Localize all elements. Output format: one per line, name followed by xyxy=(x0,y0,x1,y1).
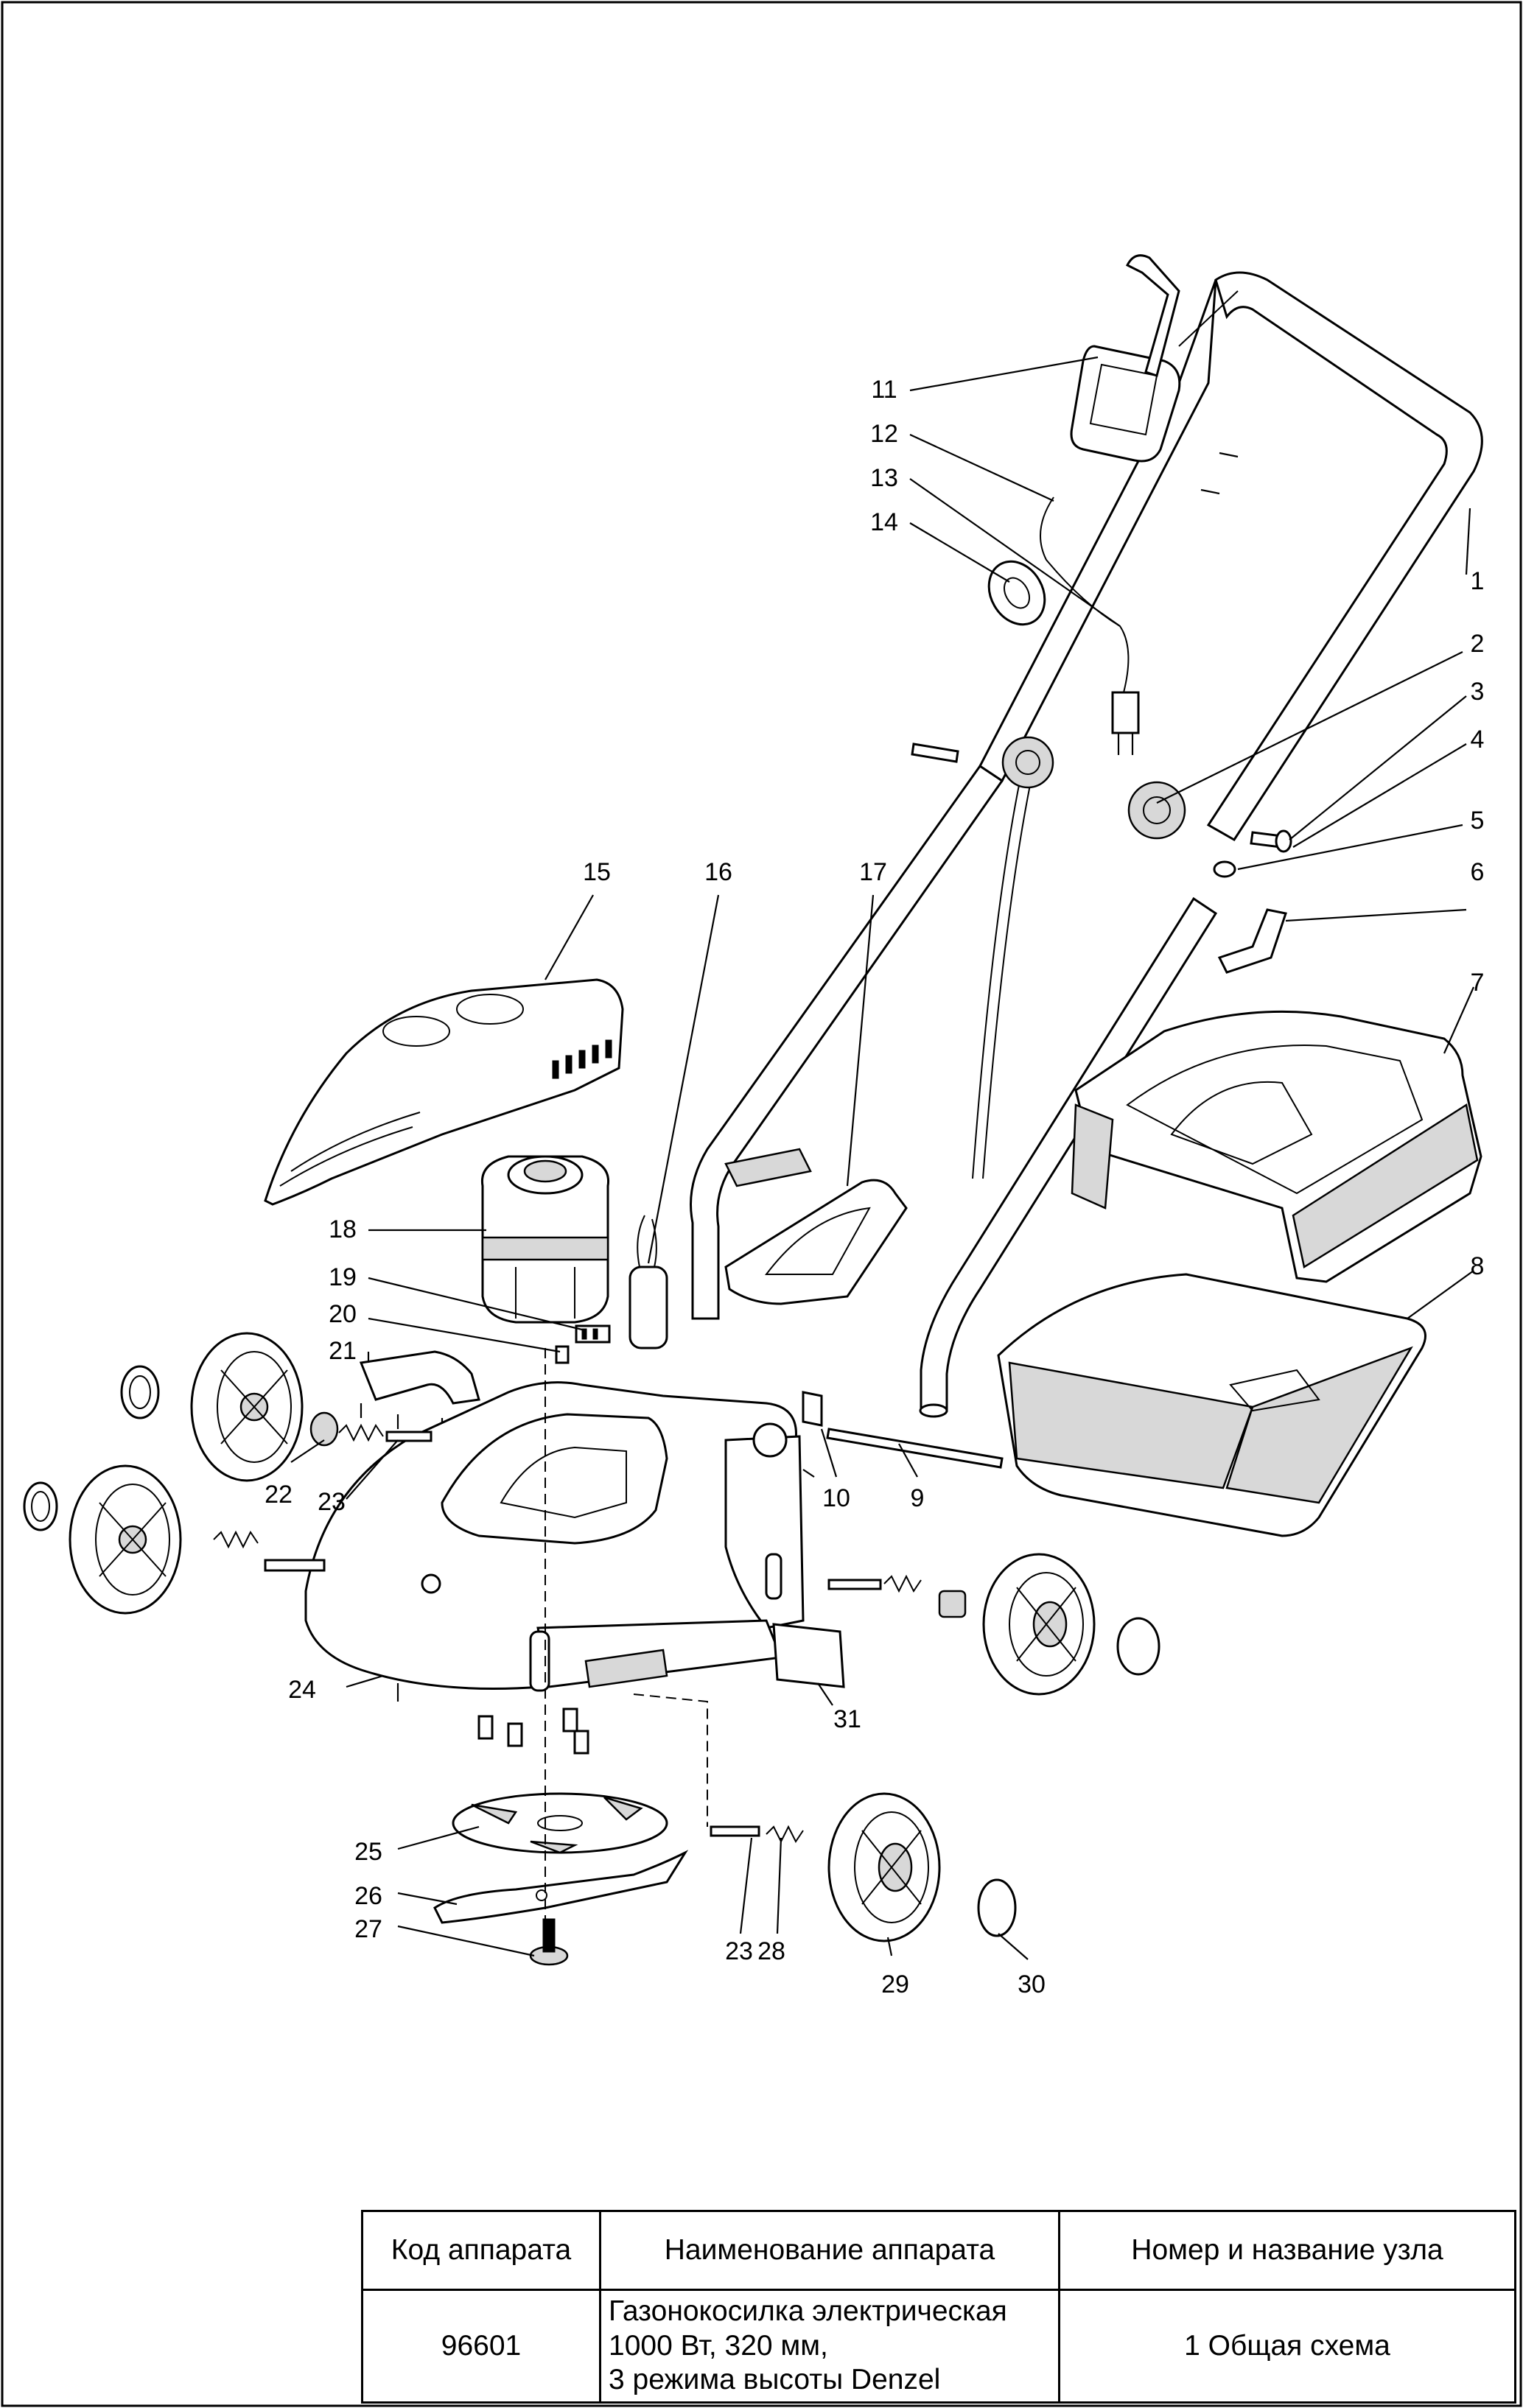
callout-7: 7 xyxy=(1471,969,1485,997)
hubcap-front-right xyxy=(977,1878,1017,1937)
switch-box xyxy=(1070,254,1181,463)
handle-clip xyxy=(1217,908,1287,974)
callout-labels: 1 2 3 4 5 6 7 8 9 10 11 12 13 14 15 16 1… xyxy=(265,376,1484,1998)
cooling-fan xyxy=(452,1792,668,1854)
callout-14: 14 xyxy=(870,508,898,536)
cell-name-line-3: 3 режима высоты Denzel xyxy=(609,2364,941,2396)
callout-2: 2 xyxy=(1471,630,1485,658)
blade-bolt xyxy=(529,1918,569,1966)
callout-22: 22 xyxy=(265,1481,293,1509)
handle-knob-left xyxy=(911,736,1054,789)
deck-screws xyxy=(396,1683,589,1755)
callout-13: 13 xyxy=(870,464,898,492)
terminal-block xyxy=(575,1324,611,1344)
callout-5: 5 xyxy=(1471,807,1485,835)
hubcap-front-left xyxy=(23,1481,58,1531)
axle-screw xyxy=(802,1469,815,1478)
axle-spring-front-right xyxy=(710,1825,804,1844)
callout-29: 29 xyxy=(881,1970,909,1998)
handle-bolt xyxy=(1250,829,1292,853)
callout-10: 10 xyxy=(822,1484,850,1512)
cover-vents xyxy=(552,1039,612,1079)
header-name: Наименование аппарата xyxy=(599,2210,1060,2291)
wheel-front-left xyxy=(69,1464,182,1615)
axle-spring-rear-right xyxy=(827,1574,967,1618)
callout-21: 21 xyxy=(329,1337,357,1365)
wheel-rear-left xyxy=(190,1332,304,1482)
axle-spring-front-left xyxy=(213,1530,326,1572)
callout-31: 31 xyxy=(833,1705,861,1733)
callout-4: 4 xyxy=(1471,726,1485,754)
mower-deck xyxy=(304,1381,805,1692)
table-header-row: Код аппарата Наименование аппарата Номер… xyxy=(361,2210,1516,2291)
callout-26: 26 xyxy=(354,1882,382,1910)
handle-knob-right xyxy=(1127,781,1186,840)
cell-name-line-2: 1000 Вт, 320 мм, xyxy=(609,2329,828,2362)
callout-27: 27 xyxy=(354,1915,382,1943)
callout-3: 3 xyxy=(1471,678,1485,706)
small-screws-handle xyxy=(1200,452,1239,495)
callout-1: 1 xyxy=(1471,567,1485,595)
grass-catcher-basket xyxy=(997,1273,1426,1537)
callout-17: 17 xyxy=(859,858,887,886)
handle-lower-tube-left xyxy=(690,764,1004,1320)
wheel-bushing-rear-left xyxy=(309,1411,339,1447)
callout-15: 15 xyxy=(583,858,611,886)
leader-lines xyxy=(290,356,1475,1960)
callout-30: 30 xyxy=(1018,1970,1046,1998)
callout-6: 6 xyxy=(1471,858,1485,886)
cutting-blade xyxy=(433,1850,689,1924)
rear-axle xyxy=(826,1428,1004,1469)
callout-11: 11 xyxy=(871,376,897,404)
callout-23-lower: 23 xyxy=(725,1937,753,1965)
callout-20: 20 xyxy=(329,1300,357,1328)
motor xyxy=(480,1155,610,1324)
table-row: 96601 Газонокосилка электрическая 1000 В… xyxy=(361,2289,1516,2404)
hubcap-rear-right xyxy=(1116,1617,1160,1676)
header-code: Код аппарата xyxy=(361,2210,601,2291)
cell-node: 1 Общая схема xyxy=(1058,2289,1516,2404)
wheel-rear-right xyxy=(982,1553,1096,1696)
callout-24: 24 xyxy=(288,1676,316,1704)
callout-9: 9 xyxy=(911,1484,925,1512)
wheel-front-right xyxy=(827,1792,941,1942)
callout-16: 16 xyxy=(704,858,732,886)
assembly-guide-lines xyxy=(545,1348,708,1952)
capacitor xyxy=(629,1215,668,1349)
cell-name: Газонокосилка электрическая 1000 Вт, 320… xyxy=(599,2289,1060,2404)
height-lever-bracket xyxy=(802,1391,823,1427)
height-adjust-lever xyxy=(724,1148,908,1305)
header-node: Номер и название узла xyxy=(1058,2210,1516,2291)
callout-19: 19 xyxy=(329,1263,357,1291)
motor-top-cover xyxy=(264,978,624,1206)
cell-code: 96601 xyxy=(361,2289,601,2404)
power-cable xyxy=(1040,496,1140,755)
callout-18: 18 xyxy=(329,1215,357,1243)
callout-28: 28 xyxy=(757,1937,785,1965)
motor-screw xyxy=(555,1345,570,1364)
grass-catcher-cover xyxy=(1071,1010,1482,1283)
cell-name-line-1: Газонокосилка электрическая xyxy=(609,2295,1007,2327)
callout-12: 12 xyxy=(870,420,898,448)
axle-spring-rear-left xyxy=(338,1423,433,1442)
info-table: Код аппарата Наименование аппарата Номер… xyxy=(361,2210,1516,2404)
mounting-plate xyxy=(772,1623,845,1688)
handle-lower-tube-right xyxy=(919,896,1218,1418)
callout-8: 8 xyxy=(1471,1252,1485,1280)
hubcap-rear-left xyxy=(120,1365,160,1419)
handle-bushing xyxy=(1213,860,1236,878)
callout-25: 25 xyxy=(354,1838,382,1866)
callout-23-upper: 23 xyxy=(318,1488,346,1516)
